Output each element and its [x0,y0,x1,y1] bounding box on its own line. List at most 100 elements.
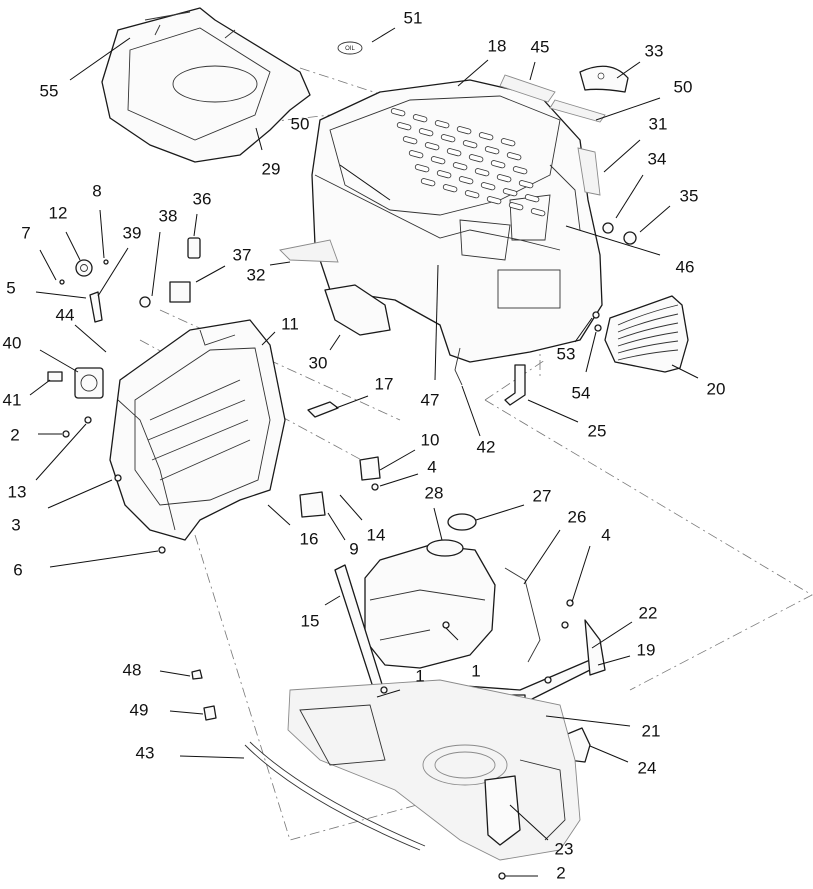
callout-number: 45 [531,37,550,56]
callout-number: 38 [159,206,178,225]
callout-number: 53 [557,344,576,363]
hood-vent-slot [474,168,490,177]
fasteners [62,311,602,880]
callout-number: 30 [309,353,328,372]
callout-leader-line [39,349,79,373]
callout-number: 15 [301,611,320,630]
fender-pan-part-11 [109,319,286,541]
hood-vent-slot [500,138,516,147]
hood-vent-slot [442,184,458,193]
callout-leader-line [195,265,226,283]
callout-number: 4 [601,525,610,544]
callout-number: 43 [136,743,155,762]
fuel-cap-part-27 [447,513,477,531]
hood-vent-slot [490,160,506,169]
callout-leader-line [49,550,159,568]
grille-slat [617,349,679,361]
callout-number: 54 [572,383,591,402]
hood-vent-slot [418,128,434,137]
callout-number: 14 [367,525,386,544]
callout-number: 24 [638,758,657,777]
callout-number: 28 [425,483,444,502]
callout-leader-line [595,97,661,121]
callout-leader-line [574,317,593,343]
callout-leader-line [65,231,81,261]
hood-vent-slot [458,176,474,185]
callout-leader-line [99,209,105,259]
callout-number: 19 [637,640,656,659]
grille-slat [617,340,679,354]
hood-vent-slot [530,208,546,217]
callout-leader-line [327,512,346,541]
callout-number: 23 [555,839,574,858]
hood-vent-slot [412,114,428,123]
callout-leader-line [475,504,525,521]
hood-vent-slot [486,196,502,205]
callout-leader-line [585,331,597,373]
callout-leader-line [461,385,481,437]
cable-part-43 [244,741,426,851]
front-grille-part-20 [604,295,689,373]
callout-number: 48 [123,660,142,679]
callout-number: 55 [40,81,59,100]
hood-vent-slot [434,120,450,129]
callout-number: 37 [233,245,252,264]
hood-vent-slot [464,190,480,199]
hood-vent-slot [480,182,496,191]
callout-leader-line [339,164,391,201]
callout-number: 36 [193,189,212,208]
callout-number: 2 [556,863,565,882]
callout-leader-line [565,225,661,256]
callout-number: 21 [642,721,661,740]
grille-slat [617,331,679,347]
bracket-part-25 [504,364,526,406]
switch-block-part-40 [47,367,104,399]
callout-number: 35 [680,186,699,205]
callout-number: 4 [427,457,436,476]
callout-leader-line [39,249,57,281]
latch-parts [299,401,381,518]
callout-leader-line [35,423,87,481]
callout-number: 42 [477,437,496,456]
fuel-tank-part-28 [364,539,496,669]
hood-vent-slot [496,174,512,183]
hood-vent-slot [502,188,518,197]
callout-number: 32 [247,265,266,284]
callout-number: 9 [349,539,358,558]
callout-leader-line [255,127,263,151]
callout-leader-line [591,621,633,649]
callout-number: 46 [676,257,695,276]
callout-leader-line [376,689,401,698]
callout-number: 18 [488,36,507,55]
callout-leader-line [329,334,341,351]
callout-leader-line [571,545,591,603]
hood-vent-slot [452,162,468,171]
callout-number: 33 [645,41,664,60]
hood-vent-slot [446,148,462,157]
callout-number: 26 [568,507,587,526]
callout-number: 40 [3,333,22,352]
callout-number: 11 [281,314,299,333]
callout-leader-line [261,331,276,346]
hood-vent-slot [456,126,472,135]
callout-leader-line [457,59,489,87]
callout-number: 16 [300,529,319,548]
callout-number: 12 [49,203,68,222]
callout-number: 29 [262,159,281,178]
callout-leader-line [269,261,291,266]
hood-vent-slot [408,150,424,159]
hood-vent-slot [424,142,440,151]
callout-leader-line [379,473,419,487]
callout-number: 27 [533,486,552,505]
hood-vent-slot [402,136,418,145]
callout-number: 10 [421,430,440,449]
callout-leader-line [74,324,107,353]
callout-leader-line [35,291,87,299]
callout-leader-line [335,395,369,409]
dash-panel-part-29 [101,7,311,163]
small-electrical-parts [59,237,201,323]
callout-number: 3 [11,515,20,534]
callout-leader-line [527,399,579,423]
